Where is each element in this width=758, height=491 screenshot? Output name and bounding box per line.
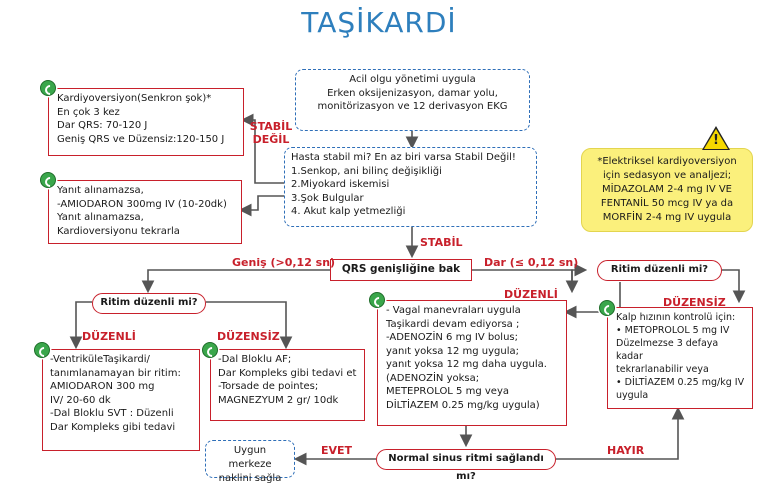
referral-box: Uygun merkeze naklini sağla — [205, 440, 295, 484]
label-stabil: STABİL — [420, 236, 463, 249]
initial-management-box: Acil olgu yönetimi uygula Erken oksijeni… — [295, 69, 530, 131]
af-treatment-box: -Dal Bloklu AF; Dar Kompleks gibi tedavi… — [210, 349, 365, 421]
label-irregular-left: DÜZENSİZ — [217, 330, 280, 343]
qrs-width-box: QRS genişliğine bak — [330, 259, 472, 281]
stability-question-box: Hasta stabil mi? En az biri varsa Stabil… — [284, 147, 537, 227]
label-regular-mid: DÜZENLİ — [504, 288, 558, 301]
label-narrow-qrs: Dar (≤ 0,12 sn) — [484, 256, 579, 269]
label-wide-qrs: Geniş (>0,12 sn) — [232, 256, 336, 269]
phone-icon — [34, 342, 50, 358]
warning-icon-mark: ! — [713, 133, 719, 148]
phone-icon — [40, 80, 56, 96]
label-regular-left: DÜZENLİ — [82, 330, 136, 343]
phone-icon — [40, 172, 56, 188]
label-no: HAYIR — [607, 444, 645, 457]
vt-treatment-box: -VentriküleTaşikardi/ tanımlanamayan bir… — [42, 349, 200, 451]
phone-icon — [369, 292, 385, 308]
amiodaron-box: Yanıt alınamazsa, -AMIODARON 300mg IV (1… — [48, 180, 242, 244]
rate-control-box: Kalp hızının kontrolü için: • METOPROLOL… — [607, 307, 753, 409]
vagal-adenosine-box: - Vagal manevraları uygula Taşikardi dev… — [377, 300, 567, 426]
rhythm-regular-question-left: Ritim düzenli mi? — [92, 293, 206, 314]
page-title: TAŞİKARDİ — [301, 6, 457, 39]
sedation-note: *Elektriksel kardiyoversiyon için sedasy… — [581, 148, 753, 232]
label-yes: EVET — [321, 444, 353, 457]
cardioversion-box: Kardiyoversiyon(Senkron şok)* En çok 3 k… — [48, 88, 244, 156]
label-irregular-right: DÜZENSİZ — [663, 296, 726, 309]
label-stabil-degil: STABİL DEĞİL — [249, 120, 293, 146]
sinus-rhythm-question: Normal sinus ritmi sağlandı mı? — [376, 449, 556, 482]
phone-icon — [202, 342, 218, 358]
warning-icon-fill — [704, 129, 728, 149]
rhythm-regular-question-right: Ritim düzenli mi? — [597, 260, 722, 281]
phone-icon — [599, 300, 615, 316]
